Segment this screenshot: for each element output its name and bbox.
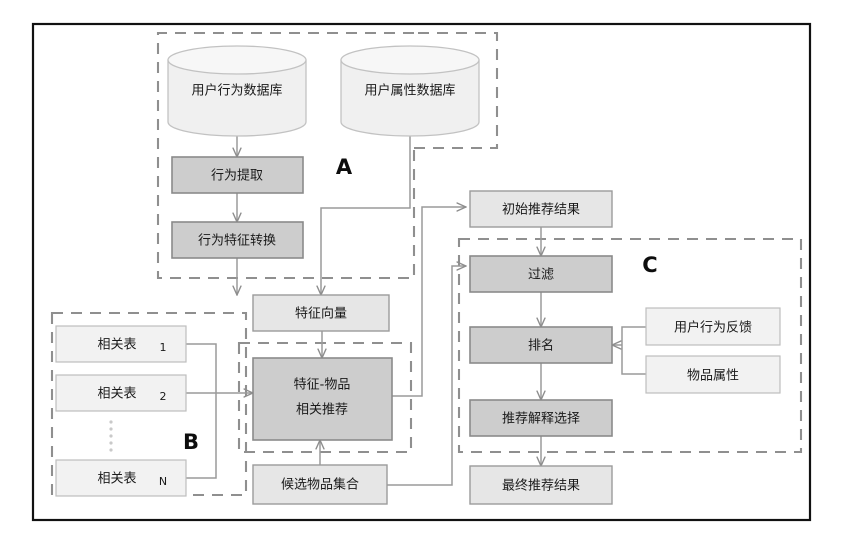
group-c-boundary <box>457 237 803 454</box>
center-recommender-boundary <box>237 341 413 454</box>
group-b-label: B <box>183 430 199 454</box>
item-attribute-label: 物品属性 <box>687 369 739 384</box>
behavior-feature-transform-label: 行为特征转换 <box>198 234 276 249</box>
group-c-label: C <box>642 253 657 277</box>
initial-recommend-result-label: 初始推荐结果 <box>502 203 580 218</box>
user-behavior-db-label: 用户行为数据库 <box>191 83 282 99</box>
candidate-item-set-label: 候选物品集合 <box>281 477 359 493</box>
user-attribute-db-label: 用户属性数据库 <box>364 83 455 99</box>
behavior-extraction-node: 行为提取 <box>171 156 304 194</box>
related-table-n-label: 相关表 <box>97 472 136 487</box>
final-recommend-result-label: 最终推荐结果 <box>502 478 580 494</box>
filter-node: 过滤 <box>469 255 613 293</box>
group-b-boundary <box>50 311 248 497</box>
related-table-2-node: 相关表 2 <box>55 374 187 412</box>
connector-relatedtables-bus <box>186 343 217 479</box>
item-attribute-node: 物品属性 <box>645 355 781 394</box>
related-table-1-node: 相关表 1 <box>55 325 187 363</box>
related-table-1-label: 相关表 <box>97 338 136 353</box>
related-table-2-label: 相关表 <box>97 387 136 402</box>
filter-label: 过滤 <box>528 268 554 283</box>
ranking-node: 排名 <box>469 326 613 364</box>
feature-vector-node: 特征向量 <box>252 294 390 332</box>
diagram-outer-frame <box>31 22 812 522</box>
recommend-explain-select-node: 推荐解释选择 <box>469 399 613 437</box>
feature-item-recommender-label-line2: 相关推荐 <box>296 403 348 418</box>
group-a-label: A <box>336 155 353 179</box>
behavior-extraction-label: 行为提取 <box>211 168 263 184</box>
feature-vector-label: 特征向量 <box>295 306 347 322</box>
connector-recommender-to-initialresult <box>392 207 466 397</box>
recommend-explain-select-label: 推荐解释选择 <box>502 412 580 427</box>
related-table-n-node: 相关表 N <box>55 459 187 497</box>
group-a-boundary-right <box>414 31 499 150</box>
feature-item-recommender-node: 特征-物品 相关推荐 <box>252 357 393 441</box>
related-table-n-index: N <box>159 475 167 488</box>
feature-item-recommender-label-line1: 特征-物品 <box>294 378 351 393</box>
ranking-label: 排名 <box>528 338 554 354</box>
connector-feedback-bus <box>621 326 646 375</box>
user-behavior-db: 用户行为数据库 <box>167 45 307 137</box>
related-table-1-index: 1 <box>160 341 167 354</box>
related-table-2-index: 2 <box>160 390 167 403</box>
final-recommend-result-node: 最终推荐结果 <box>469 465 613 505</box>
initial-recommend-result-node: 初始推荐结果 <box>469 190 613 228</box>
group-a-boundary <box>156 31 416 280</box>
connector-candidate-to-filter <box>387 266 466 486</box>
user-behavior-feedback-node: 用户行为反馈 <box>645 307 781 346</box>
user-attribute-db: 用户属性数据库 <box>340 45 480 137</box>
connector-attrdb-down <box>321 136 411 295</box>
behavior-feature-transform-node: 行为特征转换 <box>171 221 304 259</box>
candidate-item-set-node: 候选物品集合 <box>252 464 388 505</box>
user-behavior-feedback-label: 用户行为反馈 <box>674 320 752 336</box>
related-table-ellipsis <box>109 420 113 452</box>
